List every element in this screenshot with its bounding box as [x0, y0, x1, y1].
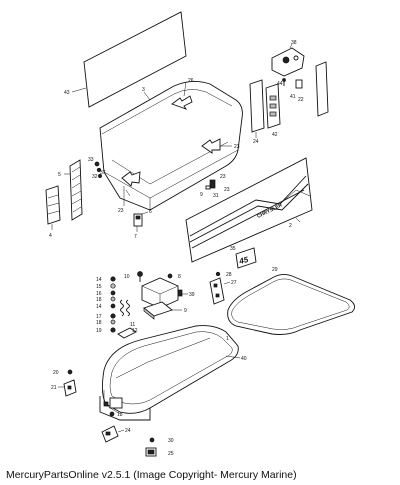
vent-grille-5[interactable] [69, 159, 83, 221]
callout-6[interactable]: 6 [149, 209, 152, 215]
callout-1[interactable]: 1 [226, 336, 229, 342]
callout-44[interactable]: 44 [277, 81, 283, 87]
callout-28[interactable]: 28 [226, 272, 232, 278]
callout-43[interactable]: 43 [64, 90, 70, 96]
callout-23c[interactable]: 23 [220, 174, 226, 180]
callout-30[interactable]: 30 [168, 438, 174, 444]
screw-44[interactable] [282, 78, 286, 87]
bracket-21[interactable] [63, 379, 77, 397]
callout-27[interactable]: 27 [231, 280, 237, 286]
callout-14b[interactable]: 14 [96, 304, 102, 310]
plate-45[interactable] [315, 61, 329, 117]
grommet-33[interactable] [94, 161, 102, 178]
callout-31[interactable]: 31 [213, 193, 219, 199]
callout-23d[interactable]: 23 [224, 187, 230, 193]
clip-22[interactable] [295, 79, 303, 89]
callout-2[interactable]: 2 [289, 223, 292, 229]
callout-25[interactable]: 25 [168, 451, 174, 457]
callout-40[interactable]: 40 [241, 356, 247, 362]
callout-16[interactable]: 16 [96, 291, 102, 297]
bottom-cowl-1[interactable] [99, 325, 239, 421]
callout-18c[interactable]: 18 [117, 412, 123, 418]
callout-4[interactable]: 4 [49, 233, 52, 239]
callout-7[interactable]: 7 [134, 234, 137, 240]
side-panel-24[interactable] [249, 79, 265, 133]
callout-5[interactable]: 5 [58, 172, 61, 178]
arrow-decal-26[interactable] [171, 95, 193, 110]
nut-8[interactable] [167, 273, 173, 279]
bracket-12[interactable] [117, 327, 137, 339]
fastener-stack[interactable] [110, 276, 116, 333]
callout-23a[interactable]: 23 [234, 144, 240, 150]
callout-42[interactable]: 42 [272, 132, 278, 138]
callout-15[interactable]: 15 [96, 284, 102, 290]
callout-38[interactable]: 38 [291, 40, 297, 46]
callout-29[interactable]: 29 [272, 267, 278, 273]
callout-3[interactable]: 3 [142, 87, 145, 93]
spring-11[interactable] [120, 299, 130, 317]
callout-14a[interactable]: 14 [96, 277, 102, 283]
copyright-caption: MercuryPartsOnline v2.5.1 (Image Copyrig… [6, 469, 297, 481]
model-decal-text: 45 [237, 255, 249, 266]
arrow-decal-23-right[interactable] [201, 138, 221, 154]
exploded-parts-diagram: 43 3 26 23 23 6 7 [45, 11, 355, 457]
callout-39[interactable]: 39 [189, 292, 195, 298]
top-cowl-3[interactable] [99, 81, 243, 211]
plate-4[interactable] [45, 185, 61, 225]
chrysler-decal-2[interactable]: CHRYSLER [185, 157, 313, 263]
callout-33[interactable]: 33 [88, 157, 94, 163]
callout-21[interactable]: 21 [51, 385, 57, 391]
callout-18b[interactable]: 18 [96, 320, 102, 326]
callout-22[interactable]: 22 [298, 97, 304, 103]
panel-43[interactable] [83, 11, 187, 108]
callout-10[interactable]: 10 [124, 274, 130, 280]
callout-26[interactable]: 26 [188, 78, 194, 84]
screw-30[interactable] [149, 437, 155, 443]
callout-18a[interactable]: 18 [96, 297, 102, 303]
model-decal-35[interactable]: 45 [235, 247, 257, 269]
callout-9[interactable]: 9 [184, 308, 187, 314]
block-25[interactable] [145, 447, 157, 457]
screw-18-bottom[interactable] [109, 411, 115, 417]
callout-20[interactable]: 20 [53, 370, 59, 376]
callout-23b[interactable]: 23 [118, 208, 124, 214]
control-box-39[interactable] [141, 277, 183, 309]
screw-20[interactable] [67, 369, 73, 375]
bracket-27[interactable] [209, 277, 225, 305]
callout-32[interactable]: 32 [92, 174, 98, 180]
callout-8[interactable]: 8 [178, 274, 181, 280]
callout-12[interactable]: 12 [132, 328, 138, 334]
callout-19[interactable]: 19 [96, 328, 102, 334]
seal-29[interactable] [227, 273, 355, 335]
callout-24[interactable]: 24 [253, 139, 259, 145]
bolt-10[interactable] [137, 271, 143, 283]
callout-35[interactable]: 35 [230, 246, 236, 252]
callout-41[interactable]: 41 [290, 94, 296, 100]
callout-24b[interactable]: 24 [125, 428, 131, 434]
bracket-24-bottom[interactable] [101, 425, 119, 443]
callout-37[interactable]: 37 [100, 170, 106, 176]
clip-31[interactable] [205, 179, 216, 190]
side-panel-42[interactable] [265, 83, 281, 129]
latch-7[interactable] [133, 213, 143, 227]
callout-9a[interactable]: 9 [200, 192, 203, 198]
bracket-assembly-38[interactable] [271, 47, 305, 77]
callout-11[interactable]: 11 [130, 322, 135, 328]
arrow-decal-23-left[interactable] [121, 171, 141, 187]
screw-28[interactable] [215, 271, 221, 277]
callout-17[interactable]: 17 [96, 314, 102, 320]
